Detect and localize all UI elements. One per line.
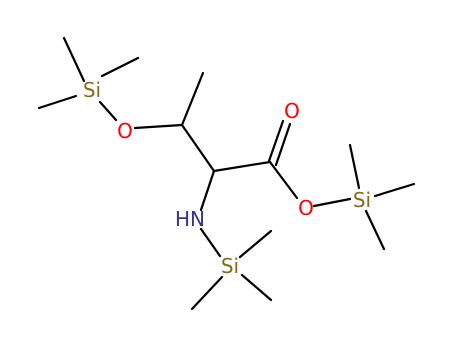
bond-si-ester-methyl-2 <box>373 182 416 198</box>
bond-c1-o-double-1 <box>267 119 285 163</box>
bond-c3-c2 <box>180 123 216 173</box>
bond-c1-o-double-2 <box>274 122 292 167</box>
bond-si-ester-methyl-1 <box>348 143 361 190</box>
bond-si-amine-methyl-1 <box>238 229 273 259</box>
bond-n-si <box>199 227 222 258</box>
bond-c3-methyl <box>180 71 205 127</box>
atom-o-ester: O <box>298 196 314 220</box>
atom-si-top: Si <box>83 78 101 102</box>
bond-si-top-o <box>98 100 118 122</box>
atom-o-ether: O <box>117 119 133 143</box>
bonds <box>37 36 416 311</box>
bond-si-top-methyl-1 <box>62 36 86 83</box>
bond-si-amine-methyl-2 <box>240 273 273 302</box>
bond-si-ester-methyl-3 <box>364 209 386 251</box>
bond-si-top-methyl-3 <box>37 94 78 110</box>
atom-labels: Si O O O Si HN Si <box>83 78 371 278</box>
bond-si-top-methyl-2 <box>100 56 140 78</box>
bond-c1-o-ester <box>268 160 299 200</box>
bond-si-amine-methyl-3 <box>190 275 224 311</box>
bond-o-ester-si <box>312 197 352 208</box>
bond-c2-c1 <box>212 160 272 173</box>
atom-si-ester: Si <box>353 188 371 212</box>
atom-si-amine: Si <box>221 254 239 278</box>
bond-o-c3 <box>133 123 184 130</box>
bond-c2-n <box>199 169 216 212</box>
atom-nh: HN <box>175 207 205 231</box>
atom-o-carbonyl: O <box>284 99 300 123</box>
